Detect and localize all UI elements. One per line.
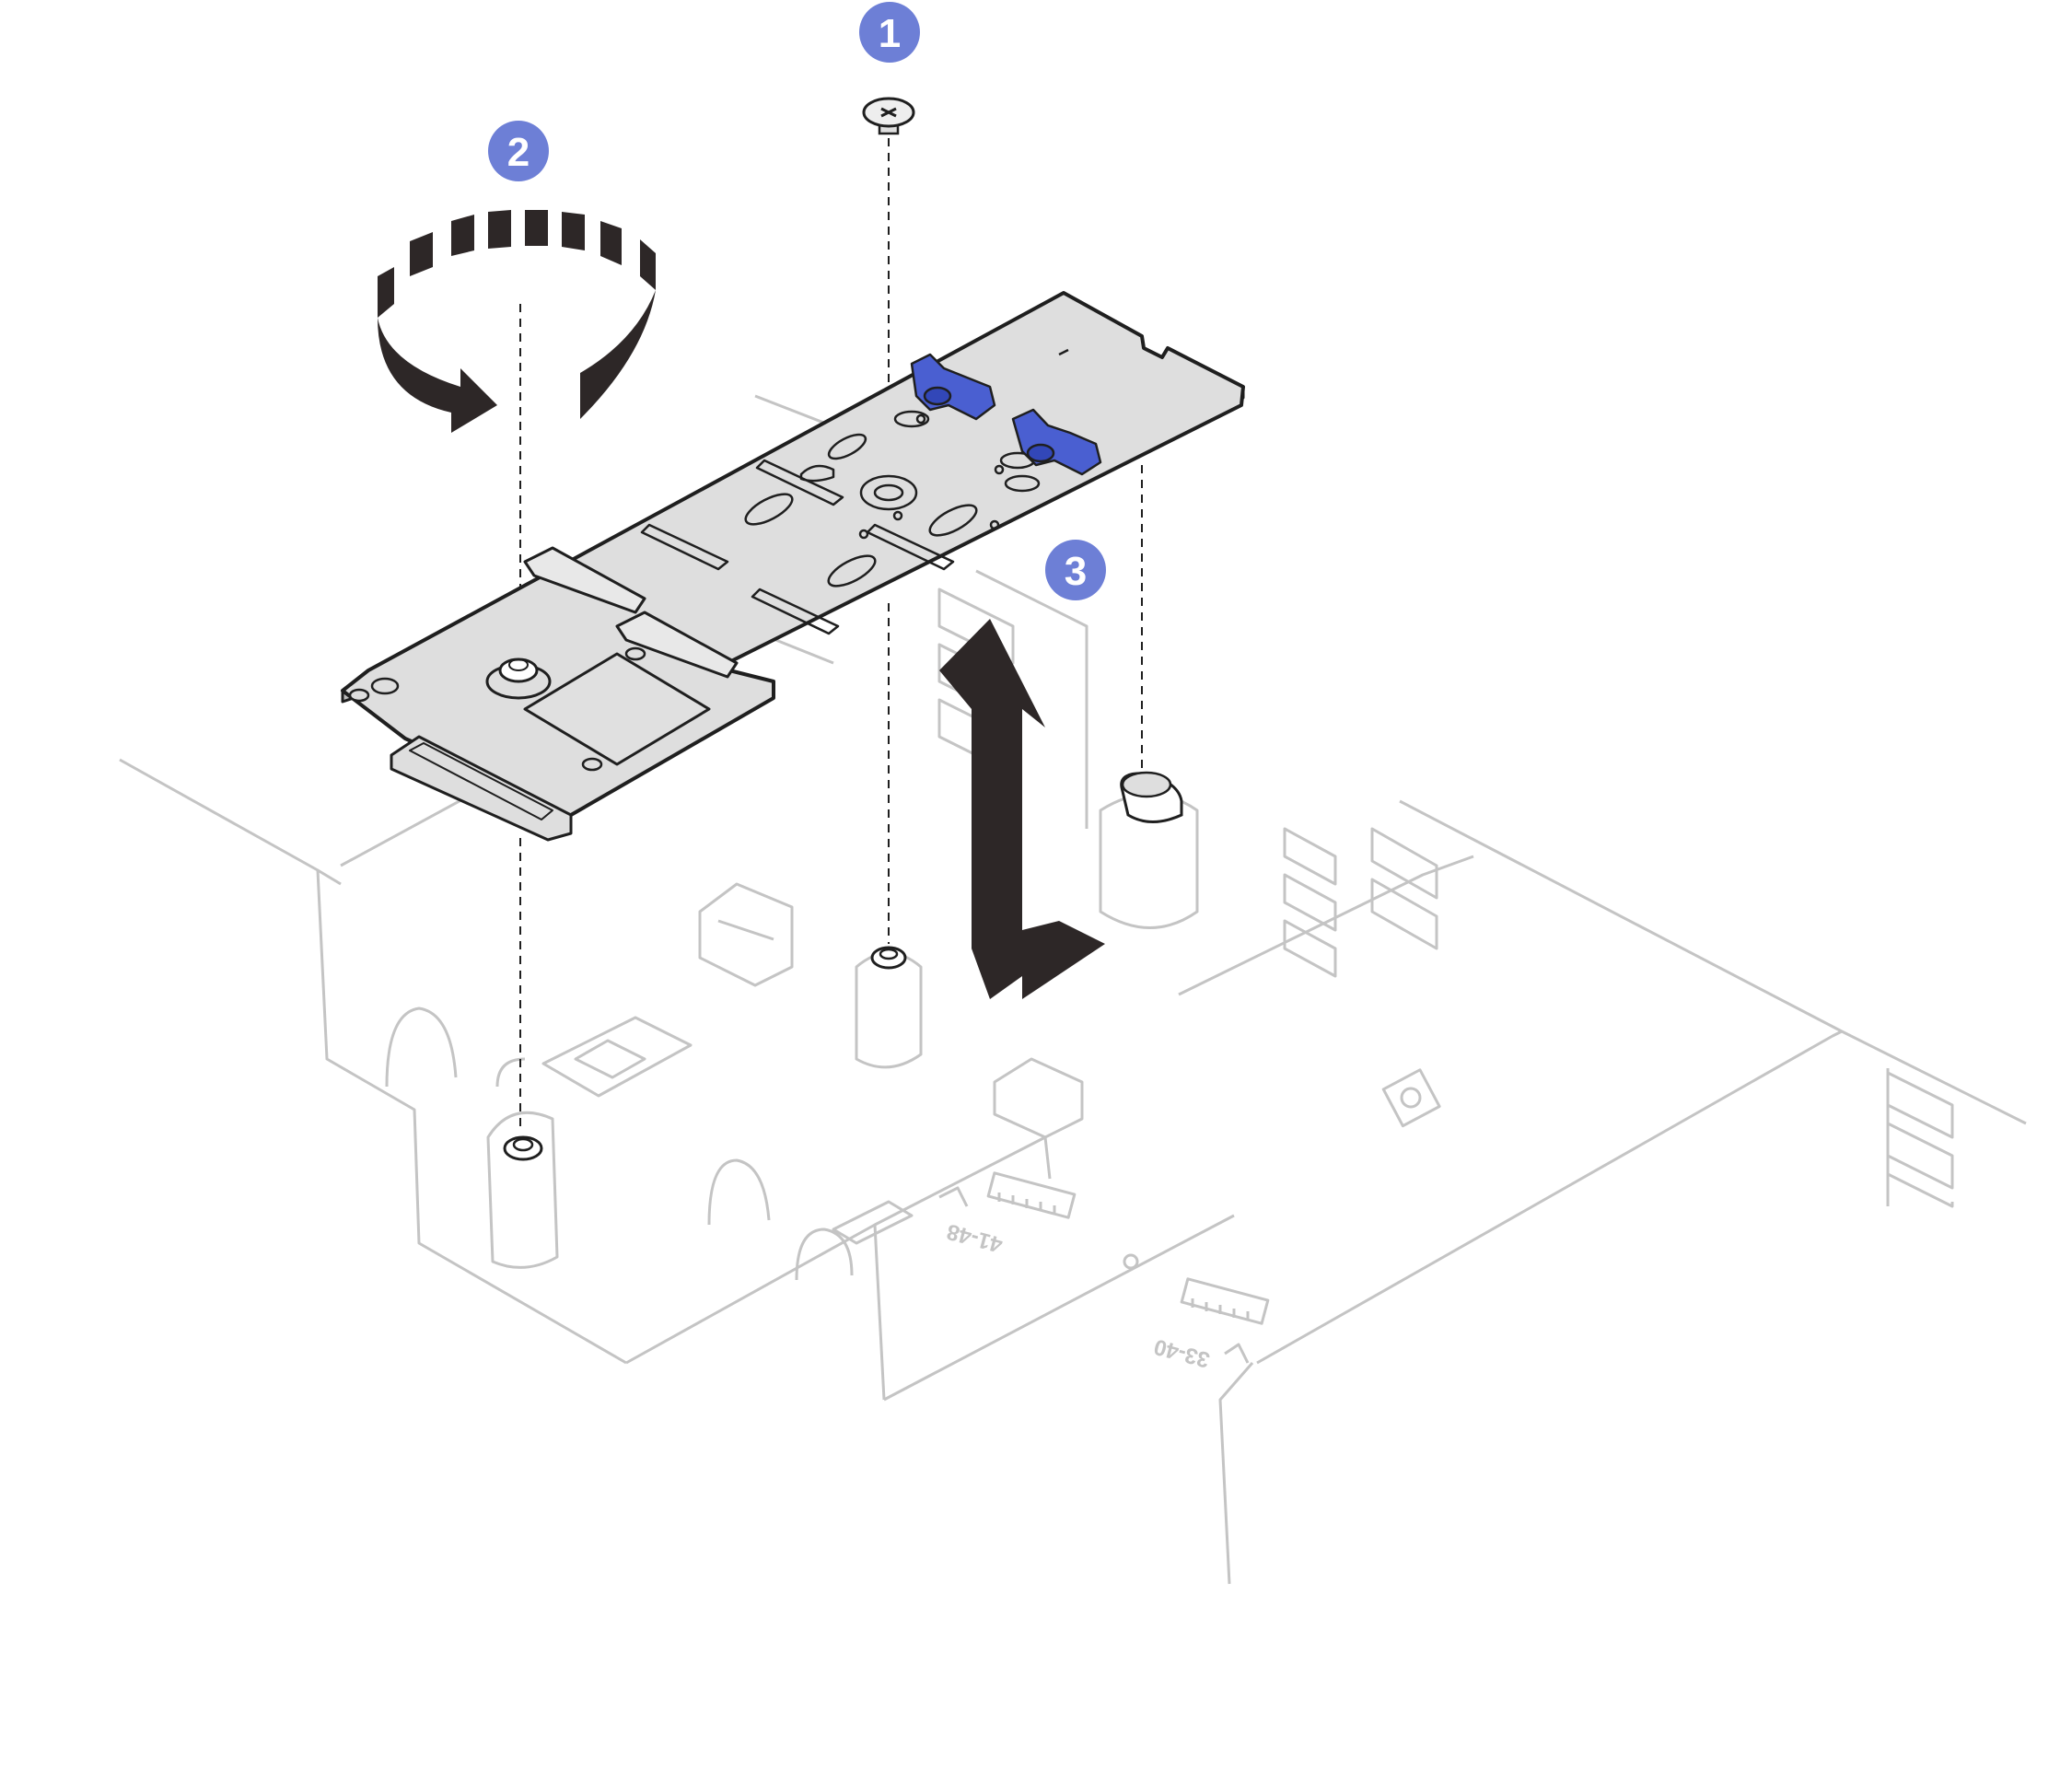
retainer-latch-right [1011,408,1102,476]
retainer-latch-left [910,353,996,421]
standoff-center [870,946,907,970]
removed-screw [862,97,915,135]
step-callout-number: 3 [1065,549,1087,594]
step-callout-3: 3 [1045,540,1106,600]
step-callout-2: 2 [488,121,549,181]
lift-arrow-icon [939,619,1105,999]
step-callout-number: 1 [879,11,901,56]
chassis-background [119,394,2027,1585]
dimm-slot-icon-upper [986,1171,1077,1219]
dimm-slot-icon-lower [1180,1277,1270,1325]
standoff-left [503,1135,543,1161]
slot-label-upper: 41-48 [944,1218,1005,1257]
step-callout-1: 1 [859,2,920,63]
m2-adapter-board [341,291,1245,842]
step-callout-number: 2 [507,130,530,175]
rotate-icon [378,210,656,433]
captive-screw [485,657,552,700]
retainer-post [1120,771,1183,823]
slot-label-lower: 33-40 [1151,1333,1212,1372]
processor-icon [1381,1068,1441,1128]
